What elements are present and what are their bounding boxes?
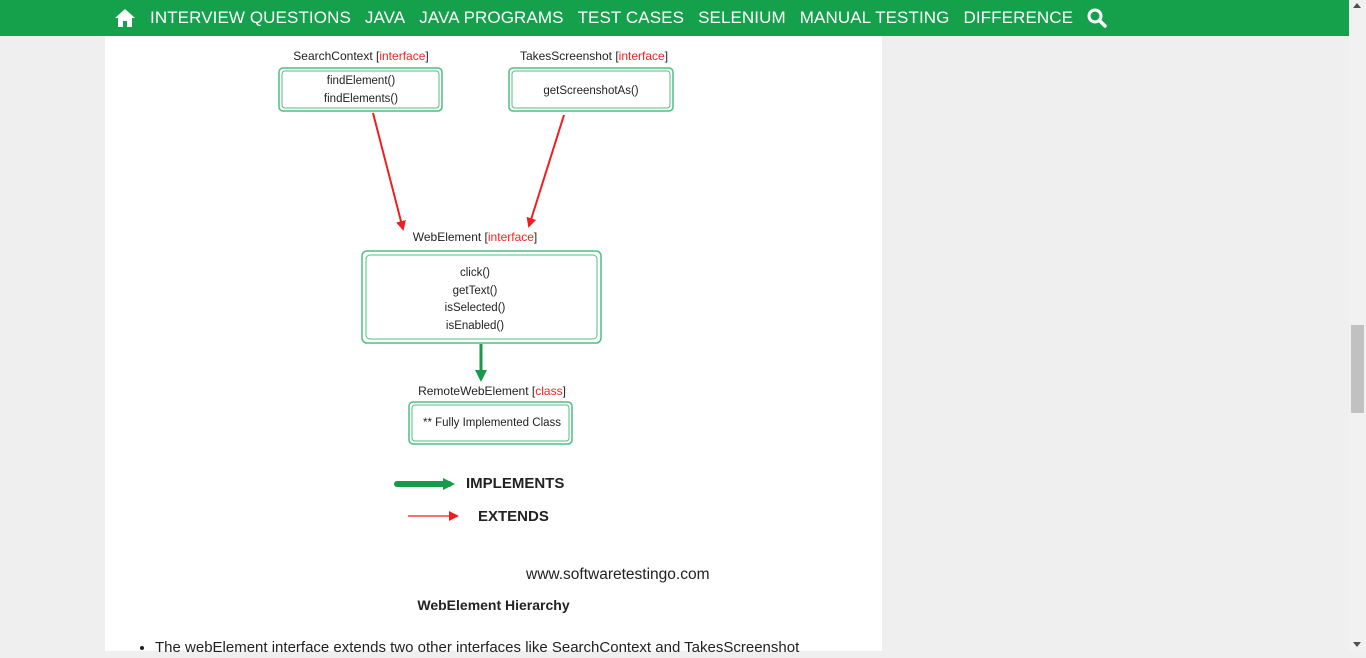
article-content: SearchContext [interface] findElement() …	[105, 36, 882, 656]
legend-implements-label: IMPLEMENTS	[466, 475, 564, 492]
searchcontext-box	[278, 67, 443, 112]
bullet-item: The webElement interface extends two oth…	[155, 638, 867, 658]
method-findelements: findElements()	[324, 93, 398, 105]
webelement-title: WebElement [interface]	[413, 230, 538, 244]
webelement-box	[361, 250, 602, 344]
nav-manual-testing[interactable]: MANUAL TESTING	[799, 8, 950, 27]
nav-java[interactable]: JAVA	[364, 8, 406, 27]
method-getscreenshotas: getScreenshotAs()	[543, 85, 638, 97]
home-icon[interactable]	[114, 8, 136, 28]
scroll-down-arrow-icon[interactable]	[1353, 642, 1361, 647]
takesscreenshot-box	[508, 67, 674, 112]
extends-arrow-takesscreenshot	[526, 114, 565, 228]
legend-extends-label: EXTENDS	[478, 508, 549, 525]
search-icon[interactable]	[1087, 8, 1107, 28]
nav-java-programs[interactable]: JAVA PROGRAMS	[419, 8, 564, 27]
scrollbar-thumb[interactable]	[1351, 325, 1364, 413]
method-gettext: getText()	[453, 285, 498, 297]
extends-arrow-searchcontext	[372, 112, 406, 231]
method-click: click()	[460, 267, 490, 279]
vertical-scrollbar[interactable]	[1349, 0, 1366, 651]
method-isenabled: isEnabled()	[446, 320, 504, 332]
method-findelement: findElement()	[327, 75, 396, 87]
method-isselected: isSelected()	[445, 302, 506, 314]
nav-interview-questions[interactable]: INTERVIEW QUESTIONS	[150, 8, 351, 27]
webelement-hierarchy-diagram: SearchContext [interface] findElement() …	[278, 49, 710, 583]
diagram-caption: WebElement Hierarchy	[417, 597, 570, 613]
searchcontext-title: SearchContext [interface]	[293, 49, 428, 63]
nav-test-cases[interactable]: TEST CASES	[577, 8, 685, 27]
remotewebelement-note: ** Fully Implemented Class	[423, 417, 561, 429]
nav-difference[interactable]: DIFFERENCE	[963, 8, 1074, 27]
takesscreenshot-title: TakesScreenshot [interface]	[520, 49, 668, 63]
remotewebelement-title: RemoteWebElement [class]	[418, 384, 566, 398]
watermark-url: www.softwaretestingo.com	[525, 566, 710, 583]
remotewebelement-box	[408, 401, 573, 445]
nav-selenium[interactable]: SELENIUM	[698, 8, 786, 27]
top-nav-bar: INTERVIEW QUESTIONS JAVA JAVA PROGRAMS T…	[0, 0, 1349, 36]
scroll-up-arrow-icon[interactable]	[1353, 3, 1361, 8]
body-bullet-list: The webElement interface extends two oth…	[155, 638, 867, 658]
